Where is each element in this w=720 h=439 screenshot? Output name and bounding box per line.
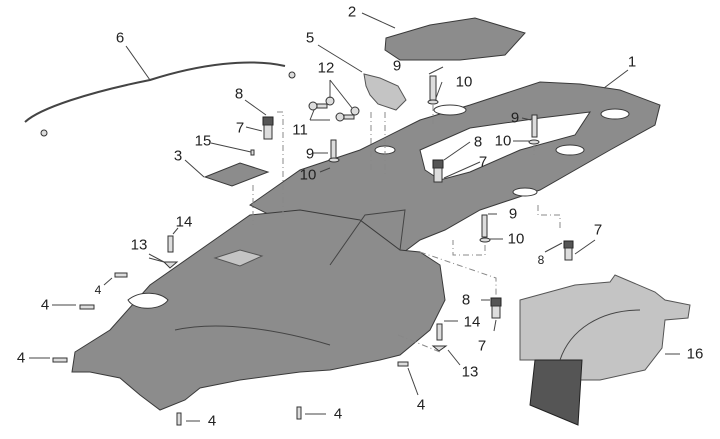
hardware — [52, 75, 574, 426]
alignment-lines — [252, 105, 561, 353]
callout-10: 10 — [494, 132, 512, 150]
callout-11: 11 — [292, 121, 308, 139]
callout-9: 9 — [305, 145, 315, 163]
small-cover-plate — [203, 162, 270, 187]
callout-4: 4 — [40, 296, 50, 314]
callout-4: 4 — [207, 412, 217, 430]
top-cover-plate — [384, 17, 526, 61]
callout-4: 4 — [416, 396, 426, 414]
callout-9: 9 — [392, 57, 402, 75]
splash-guard — [519, 274, 691, 426]
callout-13: 13 — [130, 236, 148, 254]
callout-7: 7 — [477, 337, 487, 355]
callout-14: 14 — [463, 313, 481, 331]
callout-2: 2 — [347, 3, 357, 21]
latch-bracket — [363, 73, 407, 111]
callout-9: 9 — [510, 109, 520, 127]
callout-12: 12 — [317, 59, 335, 77]
callout-8: 8 — [461, 291, 471, 309]
callout-15: 15 — [194, 132, 212, 150]
callout-4: 4 — [333, 405, 343, 423]
main-frame — [249, 81, 661, 256]
callout-10: 10 — [507, 230, 525, 248]
callout-8: 8 — [473, 133, 483, 151]
callout-13: 13 — [461, 363, 479, 381]
callout-7: 7 — [593, 221, 603, 239]
callout-10: 10 — [455, 73, 473, 91]
callout-3: 3 — [173, 147, 183, 165]
callout-14: 14 — [175, 213, 193, 231]
lower-tub — [71, 209, 446, 411]
callout-5: 5 — [305, 29, 315, 47]
callout-10: 10 — [299, 166, 317, 184]
callout-4: 4 — [94, 283, 102, 297]
callout-4: 4 — [16, 349, 26, 367]
release-cable — [24, 61, 296, 137]
leader-lines — [29, 12, 680, 422]
callout-7: 7 — [478, 153, 488, 171]
callout-16: 16 — [686, 345, 704, 363]
callout-6: 6 — [115, 29, 125, 47]
callout-7: 7 — [235, 119, 245, 137]
callout-1: 1 — [627, 53, 637, 71]
callout-8: 8 — [234, 85, 244, 103]
callout-8: 8 — [537, 253, 545, 267]
callout-9: 9 — [508, 205, 518, 223]
